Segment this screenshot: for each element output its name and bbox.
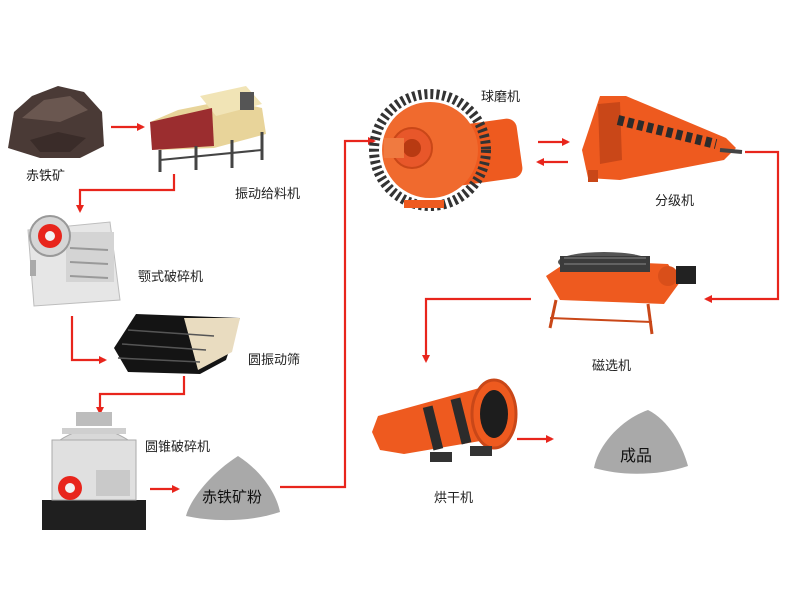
cone-crusher-image (42, 412, 146, 530)
label-screen: 圆振动筛 (248, 353, 301, 368)
ball-mill-image (369, 89, 523, 211)
spiral-classifier-image (582, 96, 743, 182)
arrow-screen-to-cone (96, 376, 186, 415)
label-jaw-crusher: 颚式破碎机 (138, 270, 204, 285)
label-hematite-powder: 赤铁矿粉 (202, 488, 263, 506)
vibrating-feeder-image (150, 86, 266, 172)
product-pile (594, 410, 688, 474)
arrow-classifier-to-separator (704, 150, 780, 303)
arrow-separator-to-dryer (422, 297, 531, 363)
label-product: 成品 (620, 446, 653, 465)
jaw-crusher-image (27, 215, 121, 307)
label-ball-mill: 球磨机 (481, 90, 521, 105)
label-magnetic-separator: 磁选机 (592, 359, 632, 374)
label-classifier: 分级机 (655, 194, 695, 209)
arrow-feeder-to-jaw (76, 174, 176, 213)
flow-arrows (70, 123, 780, 493)
magnetic-separator-image (546, 252, 696, 335)
hematite-ore-image (8, 86, 104, 158)
label-cone-crusher: 圆锥破碎机 (145, 440, 211, 455)
arrow-powder-to-mill (280, 137, 376, 489)
rotary-dryer-image (372, 378, 518, 462)
label-hematite: 赤铁矿 (26, 169, 66, 184)
label-feeder: 振动给料机 (235, 187, 301, 202)
label-dryer: 烘干机 (434, 491, 474, 506)
hematite-powder-pile (186, 456, 280, 521)
arrow-jaw-to-screen (70, 316, 107, 364)
vibrating-screen-image (114, 314, 240, 374)
